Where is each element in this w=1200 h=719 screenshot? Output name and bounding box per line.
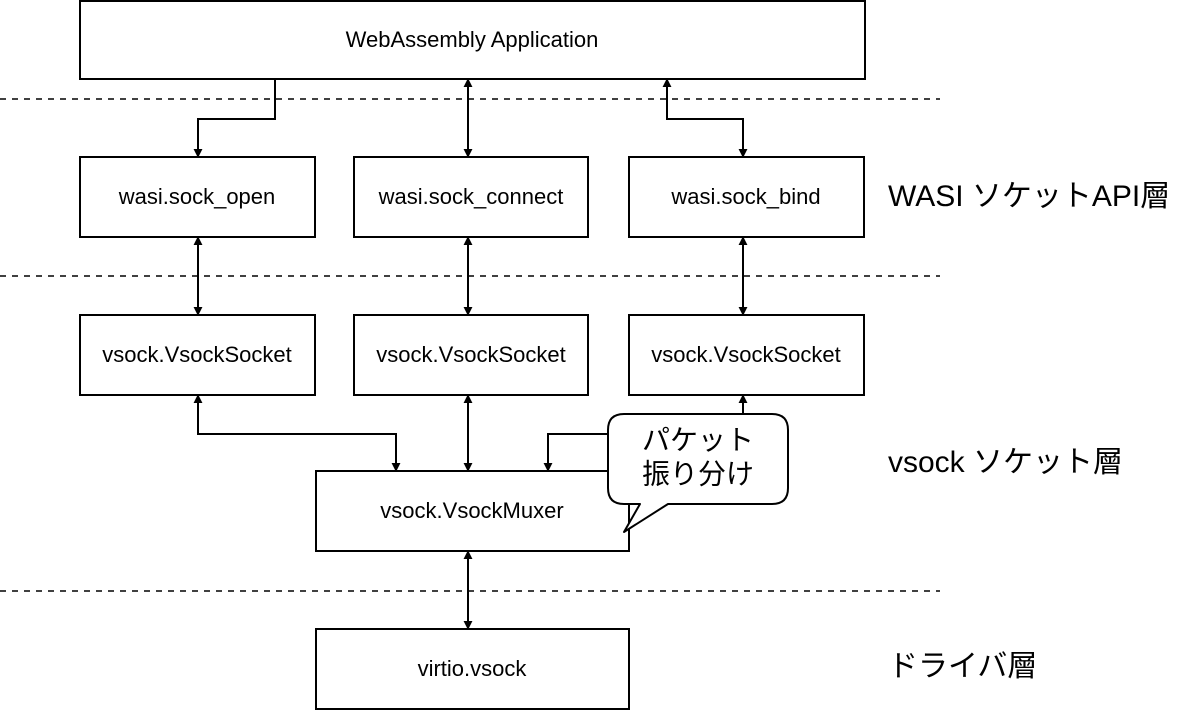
box-vsock-socket-3-label: vsock.VsockSocket bbox=[651, 342, 841, 367]
connector-vsocket1-muxer bbox=[193, 394, 401, 472]
box-wasi-sock-bind-label: wasi.sock_bind bbox=[670, 184, 820, 209]
box-wasi-sock-connect: wasi.sock_connect bbox=[353, 156, 589, 238]
callout-bubble-shape bbox=[607, 413, 789, 533]
box-vsock-socket-2: vsock.VsockSocket bbox=[353, 314, 589, 396]
box-webassembly-application: WebAssembly Application bbox=[79, 0, 866, 80]
box-vsock-socket-3: vsock.VsockSocket bbox=[628, 314, 865, 396]
box-vsock-socket-1-label: vsock.VsockSocket bbox=[102, 342, 292, 367]
callout-packet-dispatch: パケット 振り分け bbox=[607, 413, 789, 533]
box-vsock-socket-2-label: vsock.VsockSocket bbox=[376, 342, 566, 367]
callout-text-line2: 振り分け bbox=[642, 458, 754, 489]
box-wasi-sock-bind: wasi.sock_bind bbox=[628, 156, 865, 238]
layer-label-vsock: vsock ソケット層 bbox=[888, 446, 1123, 479]
box-vsock-socket-1: vsock.VsockSocket bbox=[79, 314, 316, 396]
box-virtio-vsock-label: virtio.vsock bbox=[418, 656, 528, 681]
connector-app-to-sock-open bbox=[193, 79, 276, 158]
box-wasi-sock-open-label: wasi.sock_open bbox=[118, 184, 276, 209]
connector-app-sock-bind bbox=[662, 78, 748, 158]
callout-text-line1: パケット bbox=[642, 424, 754, 455]
box-wasi-sock-open: wasi.sock_open bbox=[79, 156, 316, 238]
box-wasi-sock-connect-label: wasi.sock_connect bbox=[378, 184, 564, 209]
layer-label-wasi: WASI ソケットAPI層 bbox=[888, 180, 1170, 213]
box-vsock-muxer: vsock.VsockMuxer bbox=[315, 470, 630, 552]
layer-label-driver: ドライバ層 bbox=[888, 650, 1037, 683]
box-webassembly-application-label: WebAssembly Application bbox=[346, 27, 599, 52]
box-vsock-muxer-label: vsock.VsockMuxer bbox=[380, 498, 563, 523]
box-virtio-vsock: virtio.vsock bbox=[315, 628, 630, 710]
